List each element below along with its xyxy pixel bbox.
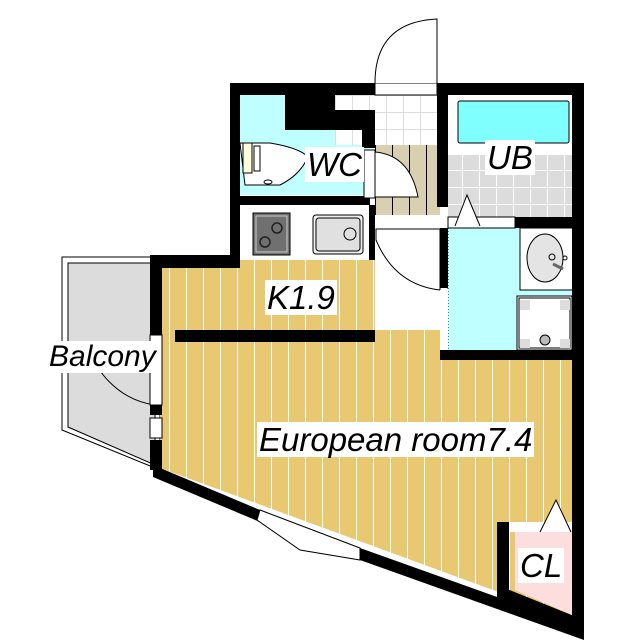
room-label-european-room: European room7.4 xyxy=(257,421,535,458)
room-label-closet: CL xyxy=(518,547,565,584)
washbasin-icon xyxy=(526,233,568,283)
closet-opening xyxy=(508,522,572,532)
washroom-door-gap xyxy=(440,228,449,350)
ub-sliding-door[interactable] xyxy=(447,193,516,229)
bathtub-icon xyxy=(457,100,570,144)
stove-icon xyxy=(252,212,291,256)
room-door[interactable] xyxy=(375,228,441,291)
washing-machine-icon xyxy=(516,295,573,351)
entrance-door[interactable] xyxy=(374,18,438,96)
room-label-wc: WC xyxy=(305,146,364,183)
toilet-icon xyxy=(239,142,309,186)
closet-door[interactable] xyxy=(539,498,572,533)
room-label-balcony: Balcony xyxy=(47,340,158,373)
kitchen-sink-icon xyxy=(312,214,364,255)
walls xyxy=(150,83,584,640)
room-label-ub: UB xyxy=(485,139,535,176)
room-label-kitchen: K1.9 xyxy=(265,279,337,316)
wc-door[interactable] xyxy=(363,149,419,199)
bottom-window[interactable] xyxy=(256,509,361,561)
balcony-door-swing xyxy=(97,367,156,406)
entrance-threshold xyxy=(375,215,440,229)
